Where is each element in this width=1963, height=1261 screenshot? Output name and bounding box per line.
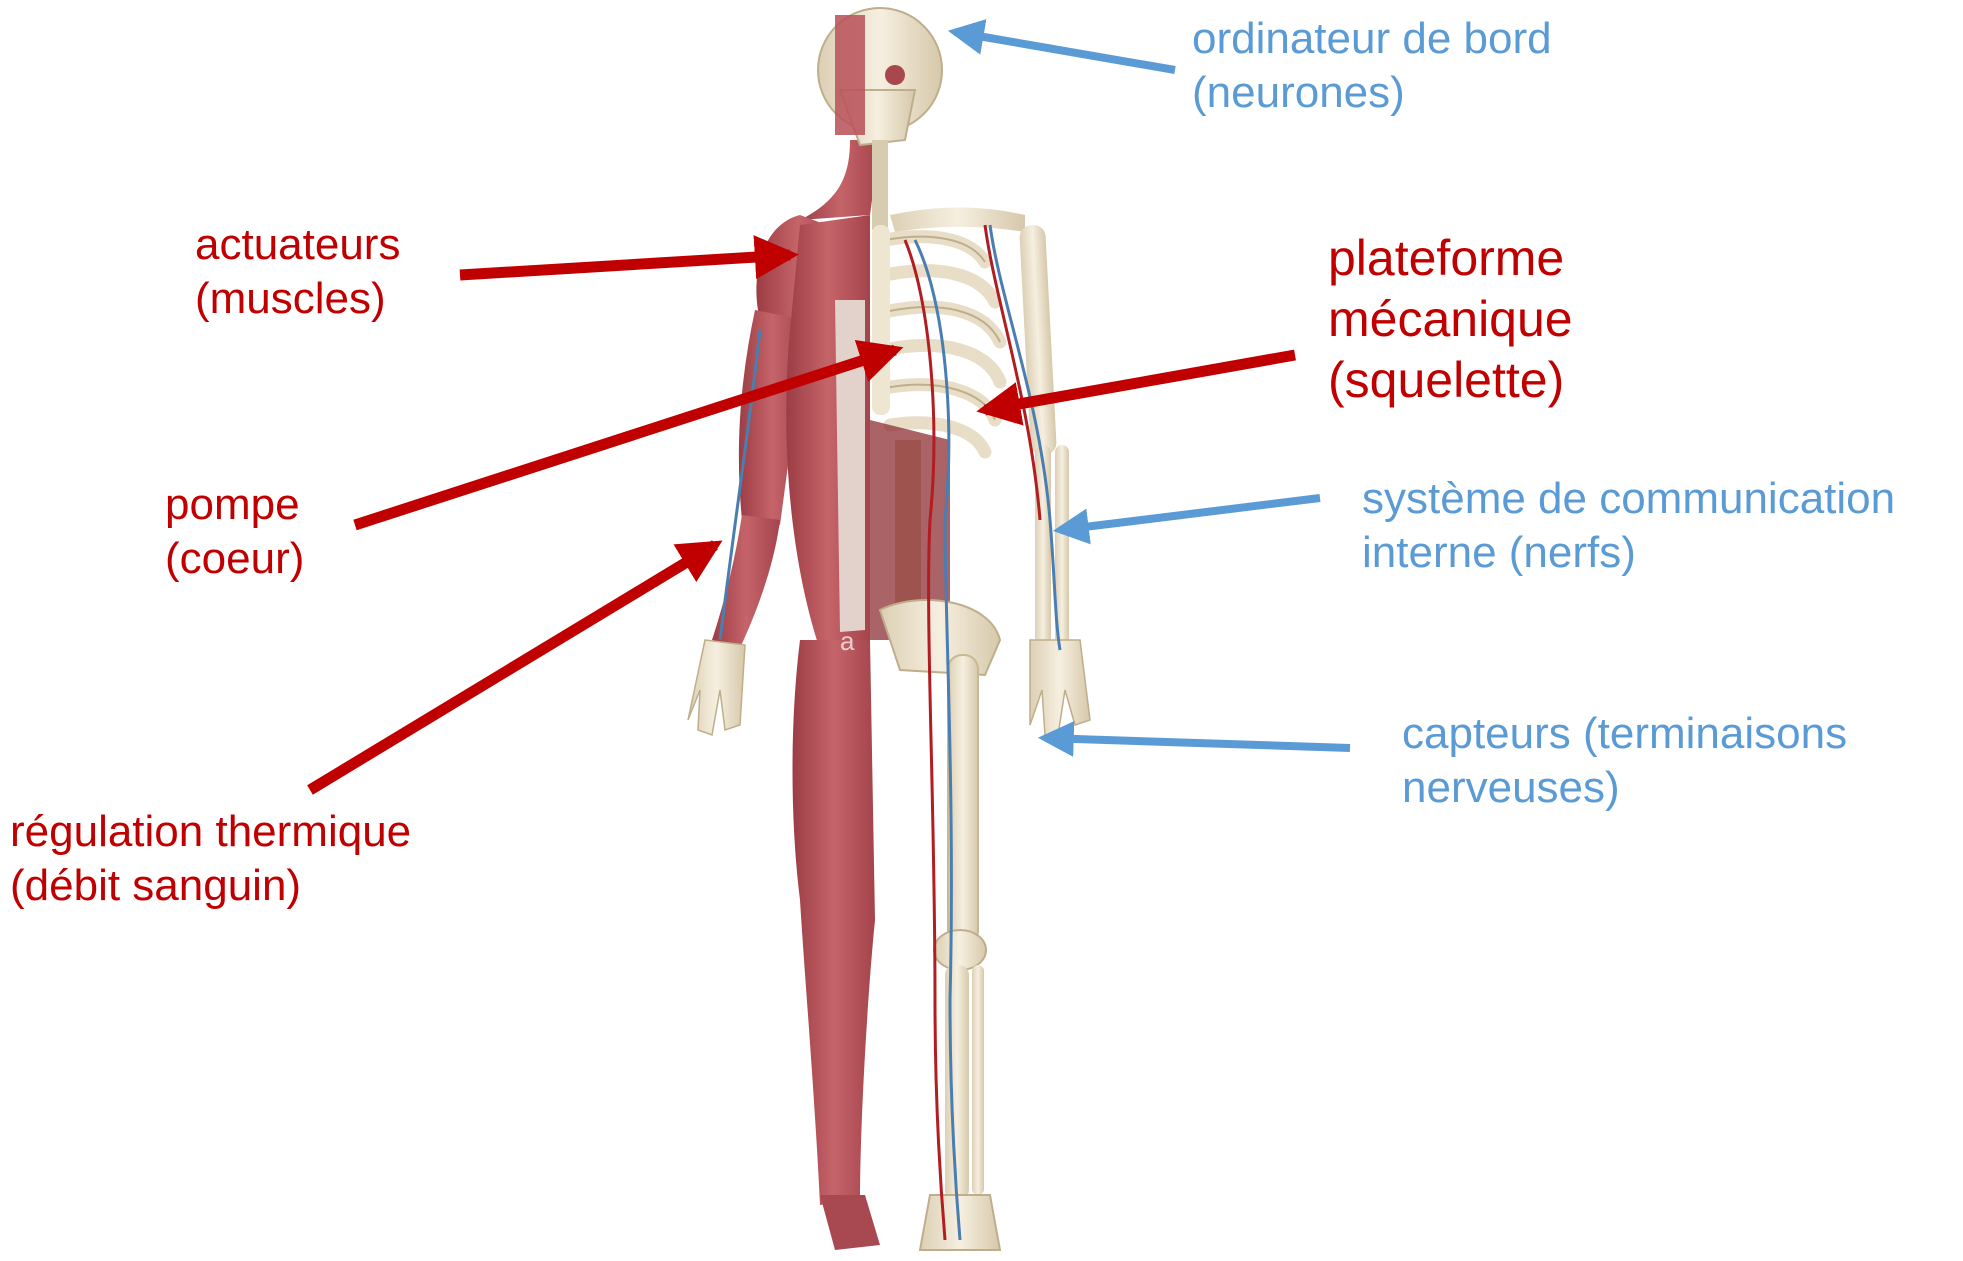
label-regulation-line1: régulation thermique xyxy=(10,805,411,859)
arrow-communication xyxy=(1060,498,1320,530)
label-pompe: pompe (coeur) xyxy=(165,478,304,585)
label-plateforme-line2: mécanique xyxy=(1328,289,1573,350)
arrow-plateforme xyxy=(985,355,1295,410)
label-pompe-line2: (coeur) xyxy=(165,532,304,586)
label-actuateurs: actuateurs (muscles) xyxy=(195,218,400,325)
arrow-pompe xyxy=(355,350,895,525)
arrow-ordinateur xyxy=(955,32,1175,70)
label-pompe-line1: pompe xyxy=(165,478,304,532)
label-regulation-line2: (débit sanguin) xyxy=(10,859,411,913)
label-ordinateur-line1: ordinateur de bord xyxy=(1192,12,1552,66)
arrow-capteurs xyxy=(1045,738,1350,748)
label-plateforme-line1: plateforme xyxy=(1328,228,1573,289)
label-communication: système de communication interne (nerfs) xyxy=(1362,472,1895,579)
arrow-actuateurs xyxy=(460,255,790,275)
label-capteurs: capteurs (terminaisons nerveuses) xyxy=(1402,707,1847,814)
label-regulation: régulation thermique (débit sanguin) xyxy=(10,805,411,912)
label-plateforme-line3: (squelette) xyxy=(1328,350,1573,411)
arrow-regulation xyxy=(310,545,715,790)
label-communication-line1: système de communication xyxy=(1362,472,1895,526)
label-capteurs-line2: nerveuses) xyxy=(1402,761,1847,815)
label-capteurs-line1: capteurs (terminaisons xyxy=(1402,707,1847,761)
label-actuateurs-line1: actuateurs xyxy=(195,218,400,272)
label-communication-line2: interne (nerfs) xyxy=(1362,526,1895,580)
label-actuateurs-line2: (muscles) xyxy=(195,272,400,326)
label-ordinateur: ordinateur de bord (neurones) xyxy=(1192,12,1552,119)
label-plateforme: plateforme mécanique (squelette) xyxy=(1328,228,1573,411)
label-ordinateur-line2: (neurones) xyxy=(1192,66,1552,120)
